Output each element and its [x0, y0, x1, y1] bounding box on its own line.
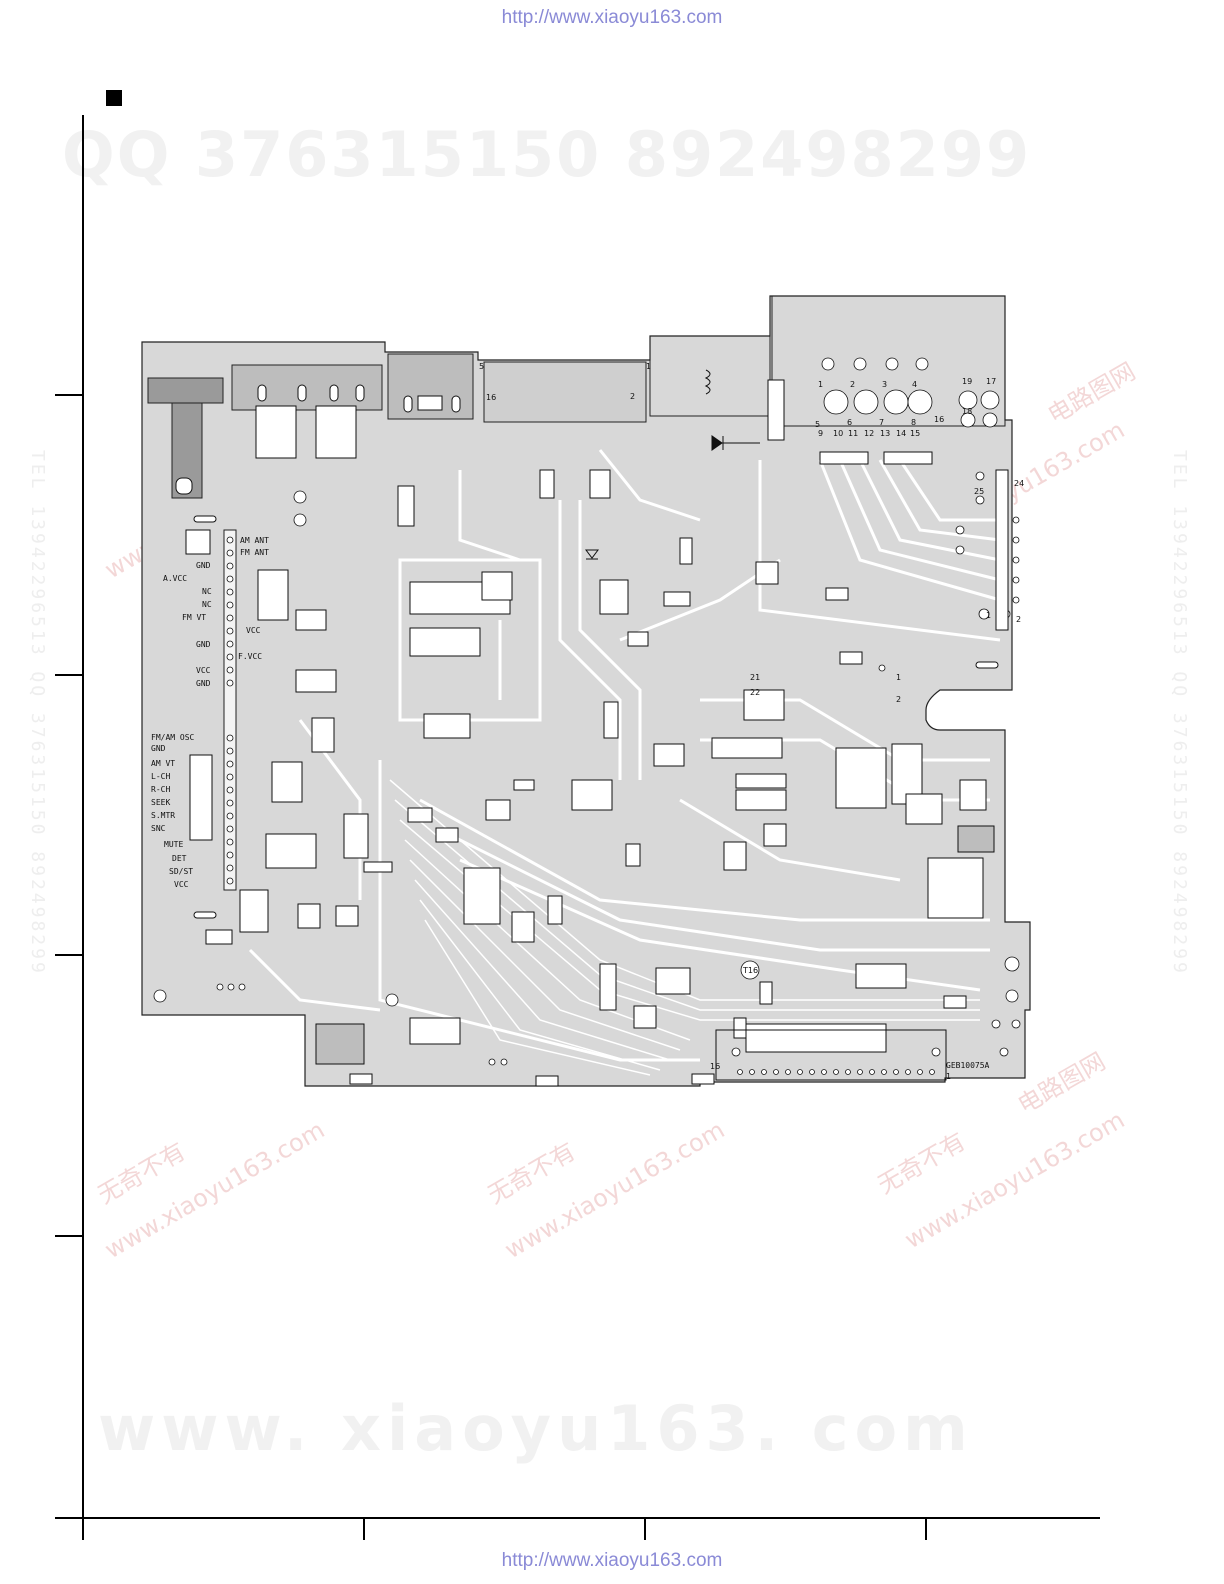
connector-label: NC — [202, 600, 212, 609]
diode-icon — [711, 435, 760, 451]
pin-number: 21 — [750, 673, 760, 682]
connector-label: GND — [196, 640, 211, 649]
connector-label-group: AM ANT FM ANT GND A.VCC NC NC FM VT VCC … — [151, 536, 269, 889]
connector-label: S.MTR — [151, 811, 175, 820]
top-pin-group: 5 16 2 1 — [479, 362, 651, 402]
connector-label: NC — [202, 587, 212, 596]
pin-number: 1 — [646, 362, 651, 371]
component-pads — [185, 379, 987, 1087]
header-url[interactable]: http://www.xiaoyu163.com — [501, 7, 723, 28]
trace-group — [248, 449, 1001, 1062]
connector-label: VCC — [196, 666, 211, 675]
connector-label: A.VCC — [163, 574, 187, 583]
pin-number: 17 — [986, 377, 996, 386]
connector-label: SEEK — [151, 798, 170, 807]
ic-pin-group: 21 22 1 2 — [750, 673, 901, 704]
connector-label: GND — [151, 744, 166, 753]
pin-number: 12 — [864, 429, 874, 438]
watermark-site: www. xiaoyu163. com — [98, 1392, 974, 1465]
section-marker — [106, 90, 122, 106]
pin-number: 1 — [818, 380, 823, 389]
pin-number: 1 — [946, 1072, 951, 1081]
pin-number: 6 — [847, 418, 852, 427]
pin-number: 14 — [896, 429, 906, 438]
pin-number: 5 — [815, 420, 820, 429]
pin-number: 4 — [912, 380, 917, 389]
right-pin-group: 1 2 3 4 19 17 18 16 5 6 7 8 9 10 11 12 1… — [815, 377, 1024, 624]
connector-label: FM ANT — [240, 548, 269, 557]
footer-url[interactable]: http://www.xiaoyu163.com — [501, 1550, 723, 1571]
pin-number: 2 — [896, 695, 901, 704]
connector-label: GND — [196, 561, 211, 570]
pin-number: 1 — [896, 673, 901, 682]
pin-number: 10 — [833, 429, 843, 438]
connector-label: AM ANT — [240, 536, 269, 545]
coil-icon — [704, 369, 711, 395]
connector-label: FM VT — [182, 613, 206, 622]
pin-number: 24 — [1014, 479, 1024, 488]
connector-label: AM VT — [151, 759, 175, 768]
pin-number: 22 — [750, 688, 760, 697]
connector-label: R-CH — [151, 785, 170, 794]
board-outline — [141, 295, 1031, 1087]
via-group — [153, 357, 1021, 1075]
pin-number: 15 — [910, 429, 920, 438]
connector-label: MUTE — [164, 840, 183, 849]
diode-icon — [585, 549, 599, 560]
pin-number: 9 — [818, 429, 823, 438]
test-point-label: T16 — [742, 966, 758, 975]
pin-number: 2 — [630, 392, 635, 401]
pin-number: 13 — [880, 429, 890, 438]
pin-number: 2 — [1016, 615, 1021, 624]
connector-label: DET — [172, 854, 187, 863]
pin-number: 8 — [911, 418, 916, 427]
connector-label: FM/AM OSC — [151, 733, 195, 742]
pin-number: 16 — [486, 393, 496, 402]
connector-label: L-CH — [151, 772, 170, 781]
pin-number: 16 — [934, 415, 944, 424]
pin-number: 18 — [962, 407, 972, 416]
pin-number: 1 — [986, 611, 991, 620]
board-code: GEB10075A — [946, 1061, 990, 1070]
connector-label: GND — [196, 679, 211, 688]
connector-label: SD/ST — [169, 867, 193, 876]
pin-number: 2 — [850, 380, 855, 389]
connector-label: VCC — [246, 626, 261, 635]
pin-number: 19 — [962, 377, 972, 386]
pin-number: 3 — [882, 380, 887, 389]
connector-label: VCC — [174, 880, 189, 889]
pin-number: 16 — [710, 1062, 720, 1071]
connector-label: SNC — [151, 824, 166, 833]
pin-number: 7 — [879, 418, 884, 427]
pin-number: 25 — [974, 487, 984, 496]
connector-label: F.VCC — [238, 652, 262, 661]
watermark-qq: QQ 376315150 892498299 — [62, 118, 1032, 191]
pin-number: 11 — [848, 429, 858, 438]
pin-number: 5 — [479, 362, 484, 371]
